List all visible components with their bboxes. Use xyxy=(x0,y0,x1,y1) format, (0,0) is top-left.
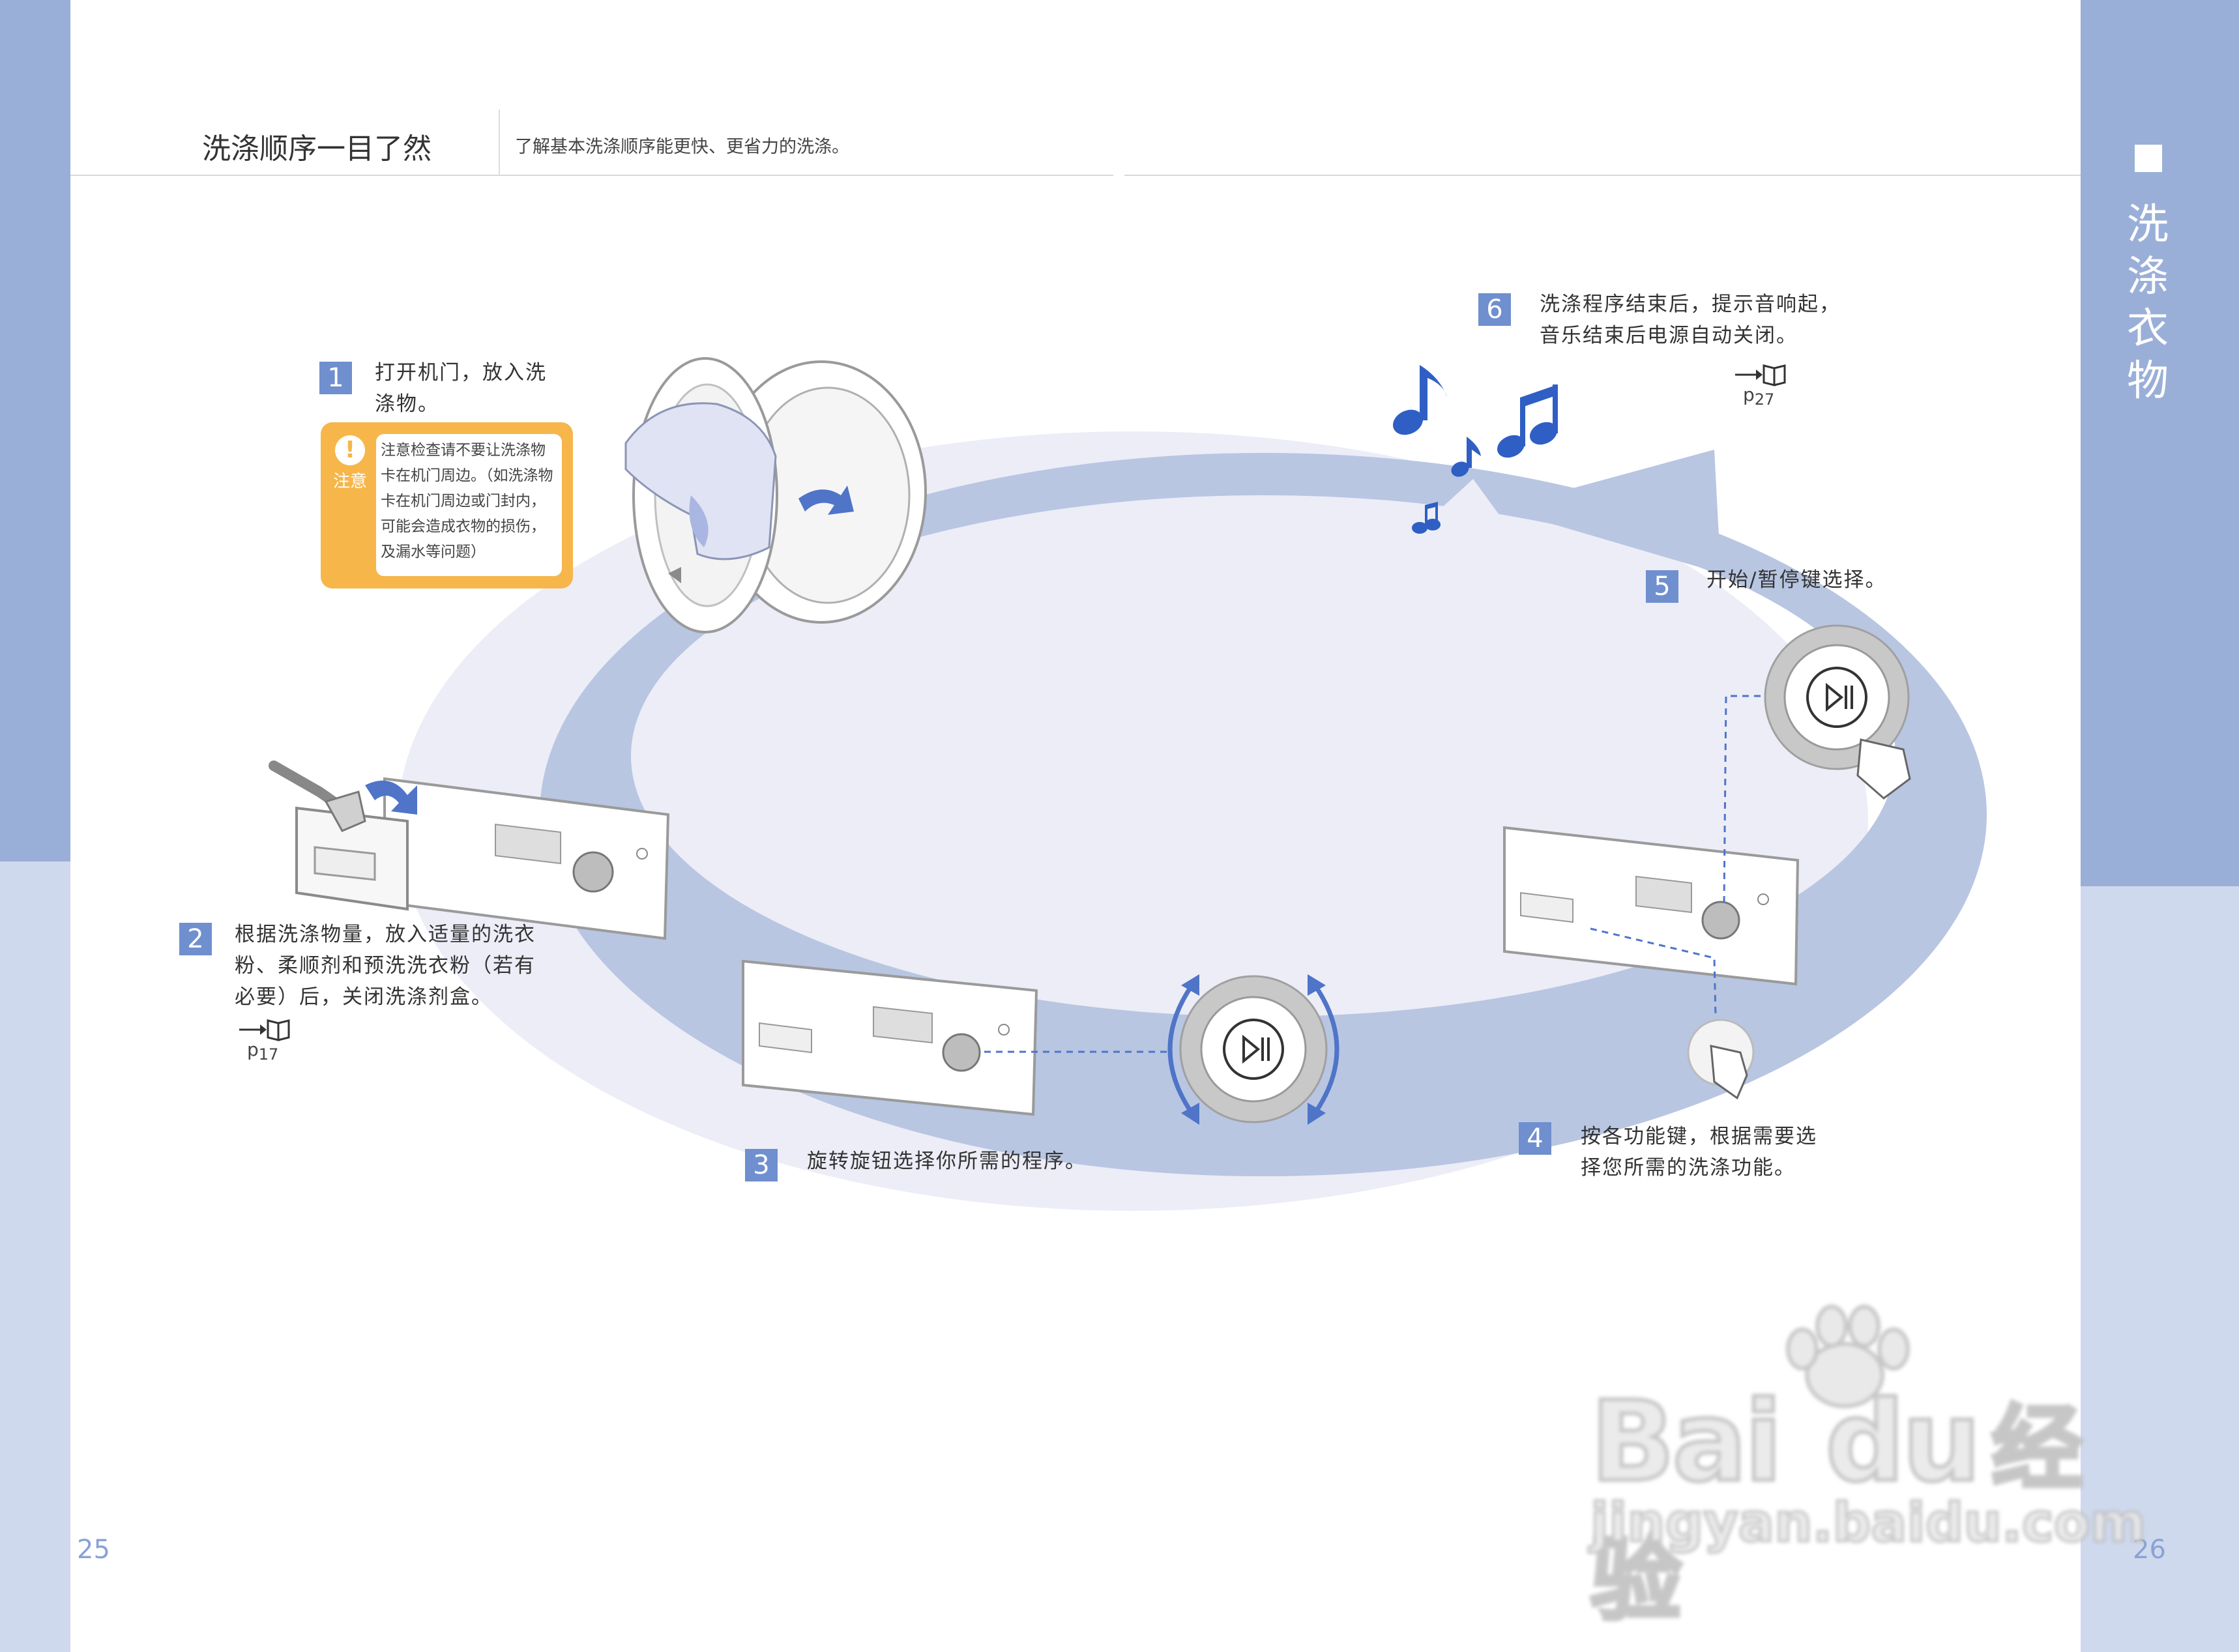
control-panel-drawer-illustration xyxy=(269,761,670,940)
notice-text: 注意检查请不要让洗涤物卡在机门周边。（如洗涤物卡在机门周边或门封内，可能会造成衣… xyxy=(381,442,553,560)
step-number-3: 3 xyxy=(745,1149,778,1181)
step-2-text: 根据洗涤物量，放入适量的洗衣 粉、柔顺剂和预洗洗衣粉（若有 必要）后，关闭洗涤剂… xyxy=(235,919,536,1013)
ref-prefix: p xyxy=(247,1039,259,1060)
music-note-icon xyxy=(1392,365,1558,534)
watermark-brand-part1: Bai xyxy=(1588,1376,1785,1509)
page-number-left: 25 xyxy=(77,1535,110,1565)
header-divider-vertical xyxy=(499,109,500,175)
step-text-line: 根据洗涤物量，放入适量的洗衣 xyxy=(235,923,536,946)
step-4-text: 按各功能键，根据需要选 择您所需的洗涤功能。 xyxy=(1581,1121,1817,1183)
side-title-char: 衣 xyxy=(2127,305,2169,353)
step-number-1: 1 xyxy=(319,362,352,394)
play-pause-dial-rotate xyxy=(1167,974,1339,1125)
side-title-char: 物 xyxy=(2127,357,2169,405)
page-number-right: 26 xyxy=(2133,1535,2166,1565)
notice-box: ! 注意 注意检查请不要让洗涤物卡在机门周边。（如洗涤物卡在机门周边或门封内，可… xyxy=(321,422,573,588)
notice-inner xyxy=(376,434,562,576)
book-reference-icon xyxy=(239,1019,290,1041)
header-rule-right xyxy=(1124,175,2081,176)
control-panel-knob-illustration xyxy=(742,959,1167,1116)
page-title: 洗涤顺序一目了然 xyxy=(202,132,432,166)
warning-icon: ! xyxy=(335,435,365,465)
ref-page-number: 27 xyxy=(1754,390,1775,409)
step-text-line: 择您所需的洗涤功能。 xyxy=(1581,1156,1796,1180)
cycle-arrow-head xyxy=(1499,450,1721,573)
watermark-brand-part2: du xyxy=(1824,1376,1983,1509)
reference-page-label: p17 xyxy=(247,1039,278,1064)
washer-door-illustration xyxy=(624,357,927,633)
step-text-line: 必要）后，关闭洗涤剂盒。 xyxy=(235,985,493,1009)
play-pause-dial-press xyxy=(1764,624,1911,800)
step-1-text: 打开机门，放入洗 涤物。 xyxy=(375,357,547,420)
step-6-text: 洗涤程序结束后，提示音响起， 音乐结束后电源自动关闭。 xyxy=(1540,289,1841,351)
book-reference-icon xyxy=(1735,364,1786,386)
right-band-light xyxy=(2081,886,2239,1652)
reference-p27: p27 xyxy=(1734,362,1799,414)
ref-page-number: 17 xyxy=(258,1045,279,1064)
step-text-line: 涤物。 xyxy=(375,392,439,416)
step-5-text: 开始/暂停键选择。 xyxy=(1706,564,1886,596)
step-3-text: 旋转旋钮选择你所需的程序。 xyxy=(807,1146,1087,1177)
watermark-cn: 经验 xyxy=(1588,1394,2085,1636)
left-band-light xyxy=(0,862,70,1652)
paw-logo-icon xyxy=(1786,1305,1910,1408)
page-subtitle: 了解基本洗涤顺序能更快、更省力的洗涤。 xyxy=(515,137,849,157)
step-text-line: 洗涤程序结束后，提示音响起， xyxy=(1540,293,1841,316)
side-title-char: 涤 xyxy=(2127,253,2169,301)
side-title-char: 洗 xyxy=(2127,201,2169,249)
step-number-6: 6 xyxy=(1478,293,1511,326)
step-number-2: 2 xyxy=(179,923,212,955)
reference-p17: p17 xyxy=(238,1017,303,1069)
step-number-5: 5 xyxy=(1646,570,1678,603)
side-tab-square xyxy=(2135,145,2162,172)
notice-label: 注意 xyxy=(332,472,367,491)
step-text-line: 粉、柔顺剂和预洗洗衣粉（若有 xyxy=(235,954,536,978)
step-text-line: 打开机门，放入洗 xyxy=(375,361,547,384)
left-band-dark xyxy=(0,0,70,862)
control-panel-buttons-illustration xyxy=(1503,695,1800,1100)
step-text-line: 按各功能键，根据需要选 xyxy=(1581,1125,1817,1148)
header-rule-left xyxy=(70,175,1113,176)
step-text-line: 旋转旋钮选择你所需的程序。 xyxy=(807,1150,1087,1173)
step-number-4: 4 xyxy=(1519,1122,1551,1155)
cycle-arrow-gap xyxy=(1434,479,1499,515)
watermark-url: jingyan.baidu.com xyxy=(1589,1491,2147,1556)
reference-page-label: p27 xyxy=(1743,384,1774,409)
side-tab-title: 洗 涤 衣 物 xyxy=(2122,199,2174,407)
step-text-line: 开始/暂停键选择。 xyxy=(1706,568,1887,592)
step-text-line: 音乐结束后电源自动关闭。 xyxy=(1540,324,1798,347)
ref-prefix: p xyxy=(1743,384,1755,405)
